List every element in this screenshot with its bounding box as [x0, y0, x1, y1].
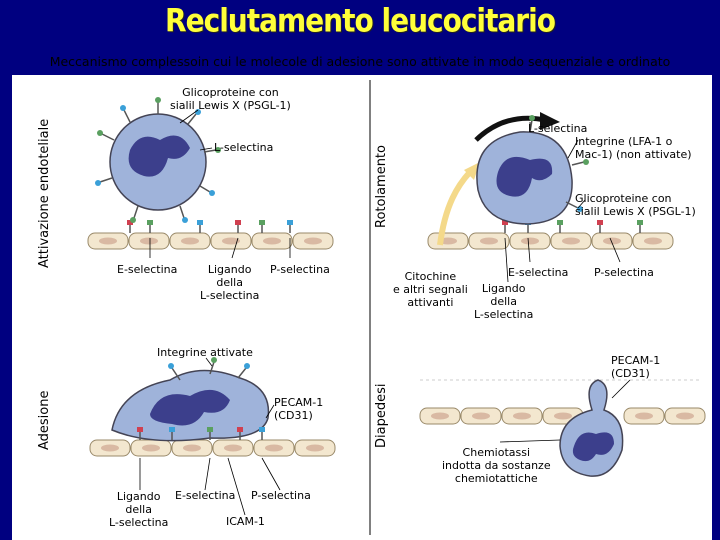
adhesion-endothelium	[89, 439, 336, 457]
rolling-integrin-label: Integrine (LFA-1 o Mac-1) (non attivate)	[575, 135, 692, 161]
activation-pselectin-label: P-selectina	[270, 263, 330, 276]
rolling-leaders	[504, 122, 621, 283]
diapedesis-endothelium	[419, 407, 706, 425]
adhesion-eselectin-label: E-selectina	[175, 489, 236, 502]
activation-eselectin-label: E-selectina	[117, 263, 178, 276]
cytokine-arrow	[437, 169, 473, 246]
adhesion-icam-label: ICAM-1	[226, 515, 265, 528]
adhesion-pecam-label: PECAM-1 (CD31)	[274, 396, 324, 422]
cytokine-arrowhead	[464, 162, 480, 180]
activation-endothelium	[87, 219, 334, 250]
left-strip	[0, 75, 12, 540]
rolling-cytokine-label: Citochine e altri segnali attivanti	[393, 270, 468, 309]
rolling-ligand-label: Ligando della L-selectina	[474, 282, 534, 321]
rolling-eselectin-label: E-selectina	[508, 266, 569, 279]
adhesion-ligand-label: Ligando della L-selectina	[109, 490, 169, 529]
activation-ligand-label: Ligando della L-selectina	[200, 263, 260, 302]
adhesion-leaders	[139, 357, 281, 516]
rolling-pselectin-label: P-selectina	[594, 266, 654, 279]
diapedesis-leaders	[499, 379, 631, 443]
stage-diapedesis-label: Diapedesi	[374, 383, 389, 448]
activation-leukocyte	[95, 97, 221, 223]
stage-activation-label: Attivazione endoteliale	[37, 118, 52, 268]
activation-glycoprotein-label: Glicoproteine con sialil Lewis X (PSGL-1…	[170, 86, 291, 112]
rolling-leukocyte	[476, 115, 589, 225]
right-strip	[712, 75, 720, 540]
adhesion-leukocyte	[111, 357, 270, 442]
rolling-glycoprotein-label: Glicoproteine con sialil Lewis X (PSGL-1…	[575, 192, 696, 218]
rolling-lselectin-label: L-selectina	[528, 122, 588, 135]
diapedesis-leukocyte	[559, 379, 624, 477]
activation-leaders	[149, 109, 291, 259]
diapedesis-pecam-label: PECAM-1 (CD31)	[611, 354, 661, 380]
slide-title: Reclutamento leucocitario	[165, 1, 556, 40]
adhesion-integrin-label: Integrine attivate	[157, 346, 253, 359]
slide-subtitle: Meccanismo complessoin cui le molecole d…	[49, 54, 671, 69]
rolling-endothelium	[427, 219, 674, 250]
diapedesis-chemotaxis-label: Chemiotassi indotta da sostanze chemiota…	[442, 446, 551, 485]
stage-adhesion-label: Adesione	[37, 390, 52, 451]
stage-rolling-label: Rotolamento	[374, 145, 389, 228]
activation-lselectin-label: L-selectina	[214, 141, 274, 154]
rolling-arrow	[474, 115, 546, 142]
rolling-arrowhead	[540, 112, 560, 130]
adhesion-pselectin-label: P-selectina	[251, 489, 311, 502]
